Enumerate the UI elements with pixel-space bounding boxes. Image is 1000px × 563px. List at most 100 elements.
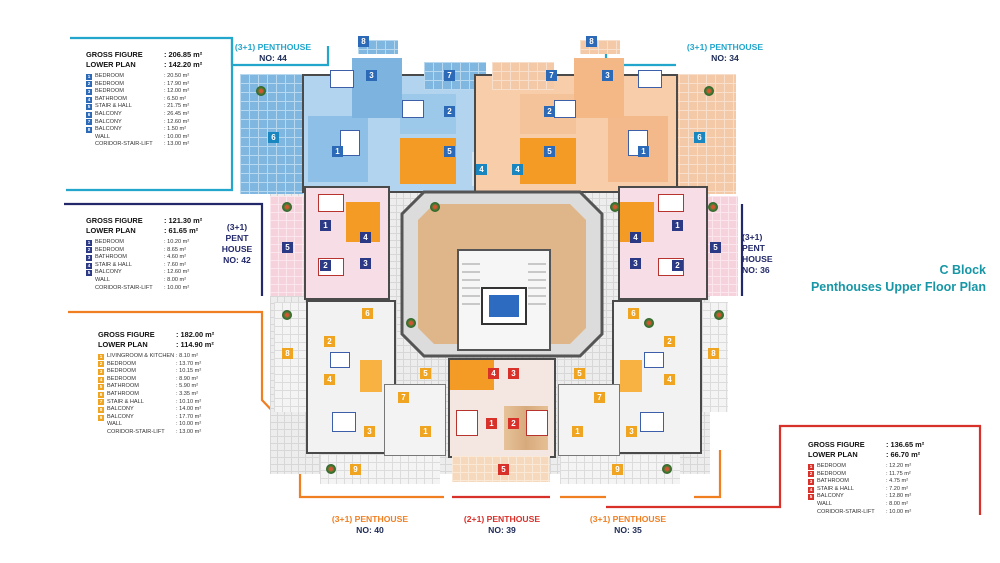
- legend-area: : 10.10 m²: [176, 398, 202, 405]
- legend-room: BALCONY: [107, 406, 134, 413]
- legend-no35: GROSS FIGURE: 136.65 m² LOWER PLAN: 66.7…: [808, 440, 958, 516]
- lower-value: : 61.65 m²: [164, 226, 199, 235]
- lower-label: LOWER PLAN: [86, 60, 136, 69]
- legend-area: : 7.20 m²: [886, 485, 909, 492]
- legend-no42: GROSS FIGURE: 121.30 m² LOWER PLAN: 61.6…: [86, 216, 226, 292]
- label-no36: (3+1) PENT HOUSE NO: 36: [742, 232, 786, 276]
- legend-number: 3: [86, 88, 92, 95]
- room-badge: 1: [486, 418, 497, 429]
- room-badge: 4: [360, 232, 371, 243]
- legend-area: : 12.00 m²: [164, 88, 190, 95]
- gross-label: GROSS FIGURE: [86, 216, 143, 225]
- legend-number: 6: [98, 391, 104, 398]
- room-badge: 5: [544, 146, 555, 157]
- central-atrium: [400, 190, 604, 358]
- penthouse-type: (3+1) PENTHOUSE: [686, 42, 764, 52]
- room-badge: 1: [672, 220, 683, 231]
- legend-area: : 7.60 m²: [164, 261, 187, 268]
- penthouse-number: NO: 39: [488, 525, 516, 535]
- lower-label: LOWER PLAN: [808, 450, 858, 459]
- room-badge: 2: [444, 106, 455, 117]
- legend-area: : 17.70 m²: [176, 413, 202, 420]
- legend-area: : 6.50 m²: [164, 95, 187, 102]
- lower-value: : 142.20 m²: [164, 60, 203, 69]
- legend-room: CORIDOR-STAIR-LIFT: [107, 428, 165, 435]
- legend-number: 6: [86, 111, 92, 118]
- legend-room: BEDROOM: [817, 470, 846, 477]
- room-badge: 2: [544, 106, 555, 117]
- legend-room: BEDROOM: [95, 80, 124, 87]
- legend-area: : 20.50 m²: [164, 73, 190, 79]
- room-badge: 2: [508, 418, 519, 429]
- label-no34: (3+1) PENTHOUSE NO: 34: [680, 42, 770, 64]
- label-no42: (3+1) PENT HOUSE NO: 42: [212, 222, 262, 266]
- room-badge: 3: [602, 70, 613, 81]
- legend-area: : 10.20 m²: [164, 239, 190, 245]
- legend-area: : 10.00 m²: [886, 508, 912, 515]
- legend-room: BATHROOM: [107, 383, 139, 390]
- legend-number: 8: [98, 406, 104, 413]
- legend-room: BEDROOM: [817, 463, 846, 469]
- penthouse-type: (3+1): [742, 232, 763, 242]
- legend-area: : 12.60 m²: [164, 269, 190, 276]
- legend-area: : 3.35 m²: [176, 390, 199, 397]
- legend-no44: GROSS FIGURE : 206.85 m² LOWER PLAN : 142.…: [86, 50, 226, 149]
- label-no44: (3+1) PENTHOUSE NO: 44: [228, 42, 318, 64]
- room-badge: 1: [572, 426, 583, 437]
- room-badge: 1: [420, 426, 431, 437]
- room-badge: 3: [364, 426, 375, 437]
- legend-room: CORIDOR-STAIR-LIFT: [95, 284, 153, 291]
- legend-room: WALL: [95, 133, 111, 140]
- gross-label: GROSS FIGURE: [808, 440, 865, 449]
- legend-area: : 10.00 m²: [176, 421, 202, 428]
- room-badge: 5: [444, 146, 455, 157]
- legend-number: 7: [98, 399, 104, 406]
- room-badge: 8: [708, 348, 719, 359]
- room-badge: 2: [324, 336, 335, 347]
- room-badge: 9: [350, 464, 361, 475]
- legend-room: BALCONY: [95, 110, 122, 117]
- legend-room: BATHROOM: [95, 254, 127, 261]
- gross-label: GROSS FIGURE: [98, 330, 155, 339]
- legend-number: 4: [98, 376, 104, 383]
- legend-room: BALCONY: [817, 493, 844, 500]
- room-badge: 4: [512, 164, 523, 175]
- terrace-34: [670, 74, 736, 194]
- penthouse-type: HOUSE: [221, 244, 253, 254]
- floor-plan: 8 3 7 2 5 1 6 4 8 3 7 2 5 1 6 4 1 4 2 3 …: [234, 34, 742, 496]
- legend-number: 9: [98, 414, 104, 421]
- penthouse-type: HOUSE: [742, 254, 773, 264]
- terrace-40-left: [274, 302, 308, 412]
- legend-no40: GROSS FIGURE: 182.00 m² LOWER PLAN: 114.…: [98, 330, 248, 437]
- legend-area: : 17.90 m²: [164, 80, 190, 87]
- legend-area: : 26.45 m²: [164, 110, 190, 117]
- legend-area: : 5.90 m²: [176, 383, 199, 390]
- terrace-36: [704, 196, 738, 296]
- room-badge: 8: [358, 36, 369, 47]
- block-name: C Block: [939, 263, 986, 277]
- gross-value: : 206.85 m²: [164, 50, 203, 59]
- room-badge: 8: [586, 36, 597, 47]
- lower-label: LOWER PLAN: [86, 226, 136, 235]
- legend-room: BALCONY: [107, 413, 134, 420]
- penthouse-type: (3+1): [226, 222, 248, 232]
- room-badge: 8: [282, 348, 293, 359]
- legend-area: : 12.60 m²: [164, 118, 190, 125]
- legend-room: BATHROOM: [95, 95, 127, 102]
- legend-area: : 10.00 m²: [164, 133, 190, 140]
- room-badge: 5: [574, 368, 585, 379]
- legend-number: 3: [98, 368, 104, 375]
- legend-area: : 8.90 m²: [176, 375, 199, 382]
- room-badge: 6: [362, 308, 373, 319]
- room-badge: 4: [630, 232, 641, 243]
- legend-number: 5: [98, 384, 104, 391]
- penthouse-number: NO: 40: [356, 525, 384, 535]
- room-badge: 5: [282, 242, 293, 253]
- legend-room: BATHROOM: [107, 390, 139, 397]
- gross-label: GROSS FIGURE: [86, 50, 143, 59]
- legend-room: BALCONY: [95, 118, 122, 125]
- room-badge: 3: [630, 258, 641, 269]
- room-badge: 6: [268, 132, 279, 143]
- legend-area: : 11.75 m²: [886, 470, 911, 477]
- legend-number: 2: [98, 361, 104, 368]
